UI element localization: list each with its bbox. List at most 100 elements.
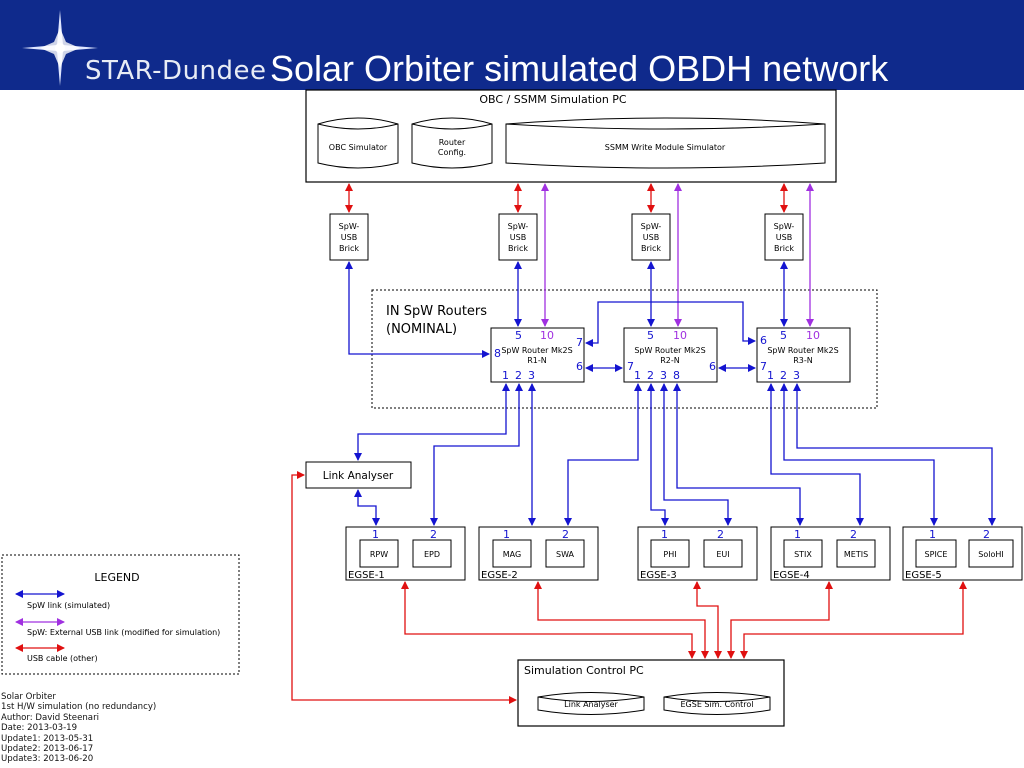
svg-text:1: 1 xyxy=(634,369,641,382)
svg-text:2: 2 xyxy=(717,528,724,541)
svg-text:5: 5 xyxy=(647,329,654,342)
svg-text:1: 1 xyxy=(794,528,801,541)
svg-text:R1-N: R1-N xyxy=(527,356,547,365)
svg-text:6: 6 xyxy=(760,334,767,347)
svg-text:Brick: Brick xyxy=(774,244,794,253)
svg-text:6: 6 xyxy=(576,360,583,373)
svg-text:SoloHI: SoloHI xyxy=(978,550,1003,559)
svg-text:3: 3 xyxy=(793,369,800,382)
router-config-node: Router Config. xyxy=(411,117,493,169)
router-r3-n: SpW Router Mk2S R3-N xyxy=(756,327,851,383)
svg-text:SpW-: SpW- xyxy=(508,222,529,231)
obc-ssmm-pc: OBC / SSMM Simulation PC OBC Simulator R… xyxy=(305,89,837,183)
svg-text:EPD: EPD xyxy=(424,550,440,559)
svg-text:1: 1 xyxy=(372,528,379,541)
svg-text:SpW Router Mk2S: SpW Router Mk2S xyxy=(634,346,705,355)
svg-text:8: 8 xyxy=(673,369,680,382)
router-group-subtitle: (NOMINAL) xyxy=(386,322,457,337)
link-analyser-node: Link Analyser xyxy=(305,461,412,489)
svg-text:R3-N: R3-N xyxy=(793,356,813,365)
svg-text:1: 1 xyxy=(502,369,509,382)
ssmm-write-module-node: SSMM Write Module Simulator xyxy=(505,117,826,169)
router-r1-n: SpW Router Mk2S R1-N xyxy=(490,327,585,383)
sim-egse-control-node: EGSE Sim. Control xyxy=(663,692,771,715)
svg-text:6: 6 xyxy=(709,360,716,373)
egse-3: PHI EUI EGSE-3 1 2 xyxy=(637,526,758,581)
svg-text:USB: USB xyxy=(643,233,659,242)
router-config-label-2: Config. xyxy=(438,148,466,157)
svg-text:10: 10 xyxy=(540,329,554,342)
svg-text:1: 1 xyxy=(503,528,510,541)
svg-text:Brick: Brick xyxy=(508,244,528,253)
svg-text:STIX: STIX xyxy=(794,550,812,559)
note-line: Date: 2013-03-19 xyxy=(1,723,78,734)
spw-usb-brick-3: SpW- USB Brick xyxy=(631,213,671,261)
svg-text:Brick: Brick xyxy=(339,244,359,253)
svg-text:Link Analyser: Link Analyser xyxy=(323,470,394,482)
svg-text:10: 10 xyxy=(806,329,820,342)
router-group-title: IN SpW Routers xyxy=(386,304,487,319)
svg-text:MAG: MAG xyxy=(503,550,521,559)
svg-text:7: 7 xyxy=(627,360,634,373)
svg-text:EGSE Sim. Control: EGSE Sim. Control xyxy=(680,700,753,709)
svg-text:2: 2 xyxy=(515,369,522,382)
svg-text:EGSE-3: EGSE-3 xyxy=(640,570,677,581)
svg-text:SpW link (simulated): SpW link (simulated) xyxy=(27,601,110,610)
svg-text:RPW: RPW xyxy=(370,550,388,559)
svg-text:7: 7 xyxy=(760,360,767,373)
svg-text:USB cable (other): USB cable (other) xyxy=(27,654,98,663)
svg-text:LEGEND: LEGEND xyxy=(94,571,139,584)
obc-simulator-label: OBC Simulator xyxy=(329,143,388,152)
egse-2: MAG SWA EGSE-2 1 2 xyxy=(478,526,599,581)
svg-text:SpW: External USB link (modifi: SpW: External USB link (modified for sim… xyxy=(27,628,220,637)
svg-text:1: 1 xyxy=(661,528,668,541)
sim-link-analyser-node: Link Analyser xyxy=(537,692,645,715)
note-line: 1st H/W simulation (no redundancy) xyxy=(1,702,157,713)
logo-text: STAR-Dundee xyxy=(85,56,267,86)
spw-usb-brick-4: SpW- USB Brick xyxy=(764,213,804,261)
revision-notes: Solar Orbiter 1st H/W simulation (no red… xyxy=(1,692,156,765)
svg-text:1: 1 xyxy=(767,369,774,382)
svg-text:EGSE-5: EGSE-5 xyxy=(905,570,942,581)
svg-text:Link Analyser: Link Analyser xyxy=(564,700,618,709)
svg-text:2: 2 xyxy=(562,528,569,541)
header-bar: STAR-Dundee Solar Orbiter simulated OBDH… xyxy=(0,0,1024,90)
svg-text:8: 8 xyxy=(494,347,501,360)
svg-text:EGSE-2: EGSE-2 xyxy=(481,570,518,581)
svg-text:SpW-: SpW- xyxy=(339,222,360,231)
svg-text:PHI: PHI xyxy=(663,550,676,559)
svg-text:2: 2 xyxy=(983,528,990,541)
svg-text:METIS: METIS xyxy=(844,550,868,559)
router-port-labels: 5 10 7 8 6 1 2 3 5 10 7 6 1 2 3 8 5 10 6… xyxy=(494,329,820,382)
svg-text:EGSE-1: EGSE-1 xyxy=(348,570,385,581)
spw-links xyxy=(345,261,996,526)
svg-text:SpW-: SpW- xyxy=(641,222,662,231)
egse-4: STIX METIS EGSE-4 1 2 xyxy=(770,526,891,581)
svg-text:Brick: Brick xyxy=(641,244,661,253)
svg-text:10: 10 xyxy=(673,329,687,342)
egse-1: RPW EPD EGSE-1 1 2 xyxy=(345,526,466,581)
svg-text:2: 2 xyxy=(850,528,857,541)
svg-text:5: 5 xyxy=(515,329,522,342)
usb-cables xyxy=(291,183,967,704)
svg-text:EUI: EUI xyxy=(716,550,729,559)
note-line: Solar Orbiter xyxy=(1,692,56,702)
note-line: Update3: 2013-06-20 xyxy=(1,754,94,765)
legend: LEGEND SpW link (simulated) SpW: Externa… xyxy=(1,554,240,675)
simulation-control-pc: Simulation Control PC Link Analyser EGSE… xyxy=(517,659,785,727)
svg-text:SpW Router Mk2S: SpW Router Mk2S xyxy=(767,346,838,355)
svg-text:7: 7 xyxy=(576,336,583,349)
spw-usb-brick-1: SpW- USB Brick xyxy=(329,213,369,261)
svg-text:2: 2 xyxy=(780,369,787,382)
svg-text:EGSE-4: EGSE-4 xyxy=(773,570,810,581)
svg-text:2: 2 xyxy=(647,369,654,382)
svg-text:USB: USB xyxy=(776,233,792,242)
svg-text:1: 1 xyxy=(929,528,936,541)
svg-text:SWA: SWA xyxy=(556,550,575,559)
svg-text:R2-N: R2-N xyxy=(660,356,680,365)
svg-text:2: 2 xyxy=(430,528,437,541)
svg-text:3: 3 xyxy=(528,369,535,382)
svg-text:SpW-: SpW- xyxy=(774,222,795,231)
svg-text:Simulation Control PC: Simulation Control PC xyxy=(524,664,644,677)
